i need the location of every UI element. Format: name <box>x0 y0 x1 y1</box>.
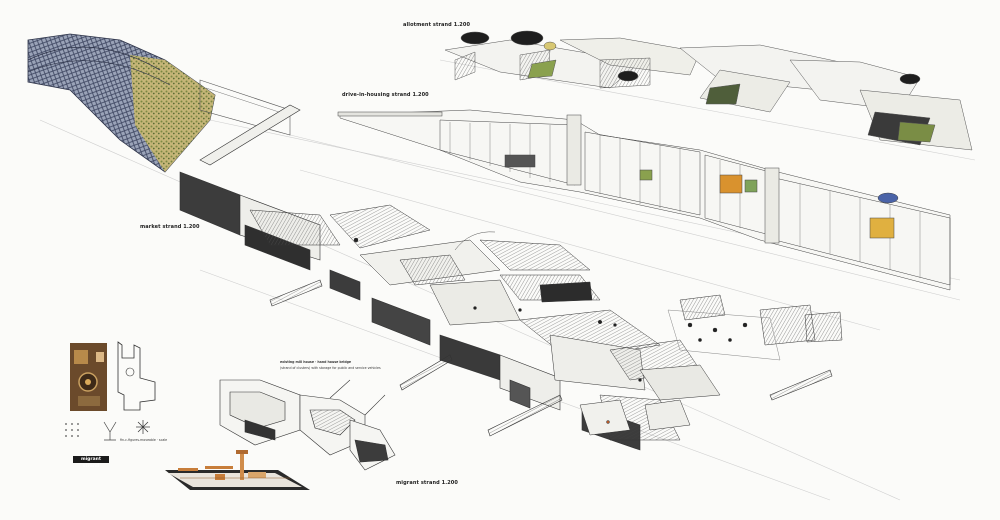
migrant-shelter-details <box>65 341 156 441</box>
label-allotment-strand: allotment strand 1.200 <box>403 22 471 28</box>
allotment-strand <box>444 30 973 151</box>
label-market-strand: market strand 1.200 <box>140 224 200 230</box>
label-drive-in-housing-strand: drive-in-housing strand 1.200 <box>342 92 429 98</box>
label-migrant-strand-tag: migrant strand <box>73 456 109 469</box>
legend-caption: fin-c-figures-moveable · scale <box>120 438 168 442</box>
label-migrant-strand-bottom: migrant strand 1.200 <box>396 480 458 486</box>
annotation-title: existing mill house · hand house bridge <box>280 360 352 364</box>
drive-in-housing-strand <box>337 109 951 291</box>
migrant-model-photo <box>165 450 310 490</box>
migrant-strand-model <box>219 379 396 471</box>
market-pavilions <box>249 204 843 441</box>
annotation-line: (strand of clusters) with storage for pu… <box>280 366 381 370</box>
railway-bridge <box>27 33 291 173</box>
